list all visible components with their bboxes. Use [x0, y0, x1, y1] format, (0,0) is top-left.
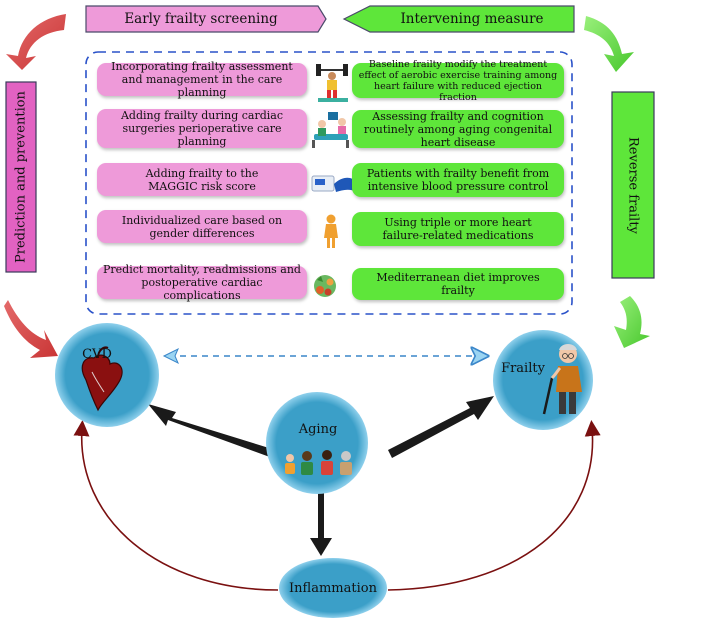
inflammation-node [279, 558, 387, 618]
screening-item: Predict mortality, readmissions and post… [97, 263, 307, 302]
screening-item-text: Adding frailty during cardiac surgeries … [120, 109, 283, 148]
cvd-label: CVD [82, 346, 112, 362]
green-curved-arrow-bottom [614, 296, 650, 348]
heart-icon [81, 346, 123, 412]
intervention-item-text: Assessing frailty and cognition routinel… [363, 109, 553, 149]
intervention-item: Mediterranean diet improves frailty [352, 268, 564, 300]
cvd-frailty-dashed-arrow-head-left [162, 347, 179, 365]
green-curved-arrow-top [584, 16, 634, 72]
intervention-item-text: Mediterranean diet improves frailty [376, 271, 540, 297]
early-screening-title: Early frailty screening [124, 11, 278, 27]
family-group-icon [285, 450, 352, 475]
intervention-item: Assessing frailty and cognition routinel… [352, 109, 564, 149]
screening-item-text: Predict mortality, readmissions and post… [103, 263, 301, 302]
intervention-item-text: Using triple or more heart failure-relat… [382, 216, 534, 242]
dashed-container [85, 51, 573, 315]
screening-item: Individualized care based on gender diff… [97, 210, 307, 243]
intervention-item: Patients with frailty benefit from inten… [352, 163, 564, 197]
intervening-arrow-shape [342, 5, 575, 33]
intervention-item-text: Baseline frailty modify the treatment ef… [358, 58, 558, 103]
woman-icon [324, 214, 338, 248]
blood-pressure-monitor-icon [311, 175, 356, 192]
frailty-label: Frailty [501, 360, 545, 376]
aging-label: Aging [298, 421, 338, 437]
inflammation-to-cvd-curve [73, 420, 279, 591]
aging-node [266, 392, 368, 494]
inflammation-label: Inflammation [289, 580, 377, 596]
reverse-frailty-label: Reverse frailty [625, 136, 641, 234]
aging-to-cvd-arrow [148, 404, 282, 460]
left-side-box [5, 81, 37, 273]
aging-to-frailty-arrow [388, 396, 494, 458]
inflammation-to-frailty-curve [387, 420, 601, 591]
weightlifter-icon [316, 64, 348, 102]
intervention-item-text: Patients with frailty benefit from inten… [366, 167, 550, 193]
surgery-team-icon [312, 112, 349, 148]
screening-item-text: Individualized care based on gender diff… [121, 213, 283, 240]
red-curved-arrow-bottom [4, 300, 58, 358]
right-side-box [611, 91, 655, 279]
screening-item-text: Incorporating frailty assessment and man… [111, 60, 293, 99]
screening-item: Adding frailty to the MAGGIC risk score [97, 163, 307, 196]
screening-item-text: Adding frailty to the MAGGIC risk score [145, 166, 259, 193]
elderly-man-with-cane-icon [542, 344, 582, 415]
intervention-item: Using triple or more heart failure-relat… [352, 212, 564, 246]
red-curved-arrow-top [6, 14, 66, 70]
intervention-item: Baseline frailty modify the treatment ef… [352, 58, 564, 103]
aging-to-inflammation-arrow [310, 492, 332, 556]
screening-item: Adding frailty during cardiac surgeries … [97, 109, 307, 148]
prediction-prevention-label: Prediction and prevention [13, 91, 29, 263]
screening-item: Incorporating frailty assessment and man… [97, 60, 307, 99]
vegetables-bowl-icon [314, 275, 336, 297]
intervening-measure-title: Intervening measure [400, 11, 544, 27]
early-screening-arrow-shape [85, 5, 327, 33]
